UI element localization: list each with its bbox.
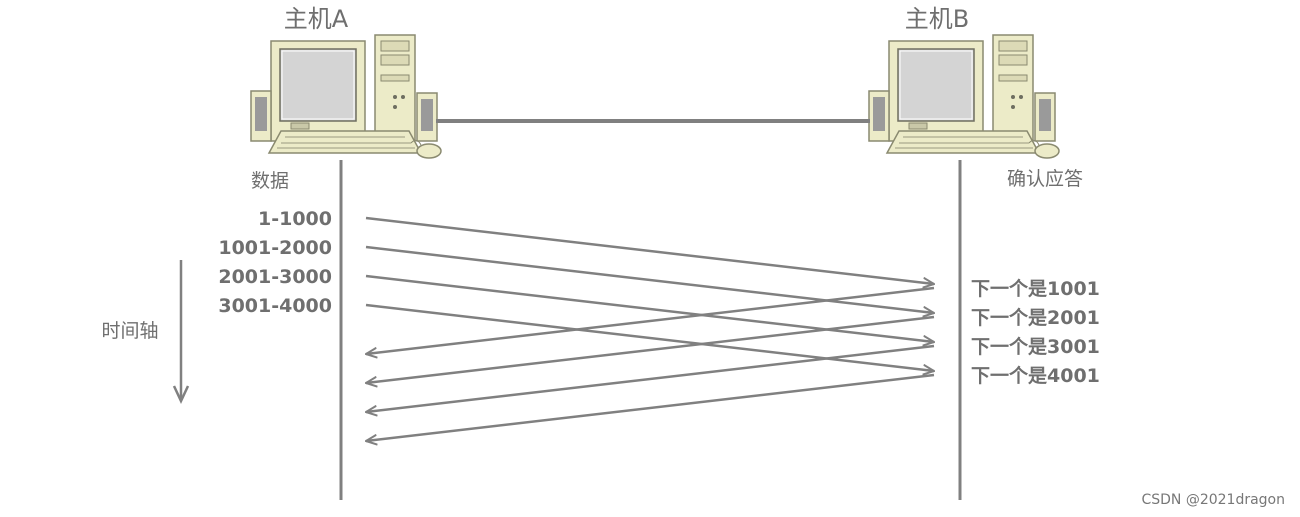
data-arrow: [365, 216, 934, 284]
segment-label: 3001-4000: [218, 295, 332, 317]
ack-arrow: [366, 286, 935, 354]
ack-label: 下一个是1001: [971, 278, 1100, 300]
ack-arrow: [366, 315, 935, 383]
watermark: CSDN @2021dragon: [1141, 492, 1285, 508]
host-b-computer-icon: [868, 34, 1060, 159]
segment-label: 1001-2000: [218, 237, 332, 259]
ack-label: 下一个是2001: [971, 307, 1100, 329]
ack-label: 下一个是4001: [971, 365, 1100, 387]
segment-label: 1-1000: [258, 208, 332, 230]
host-b-column-label: 确认应答: [1007, 168, 1083, 190]
data-arrow: [365, 303, 934, 371]
host-a-label: 主机A: [284, 5, 349, 33]
segment-label: 2001-3000: [218, 266, 332, 288]
ack-arrow: [366, 373, 935, 441]
time-axis-arrowhead-icon: [172, 385, 190, 404]
ack-label: 下一个是3001: [971, 336, 1100, 358]
host-a-column-label: 数据: [251, 170, 289, 192]
data-arrow: [365, 274, 934, 342]
host-a-computer-icon: [250, 34, 442, 159]
host-b-label: 主机B: [905, 5, 969, 33]
data-arrow: [365, 245, 934, 313]
ack-arrow: [366, 344, 935, 412]
time-axis-label: 时间轴: [101, 320, 158, 342]
